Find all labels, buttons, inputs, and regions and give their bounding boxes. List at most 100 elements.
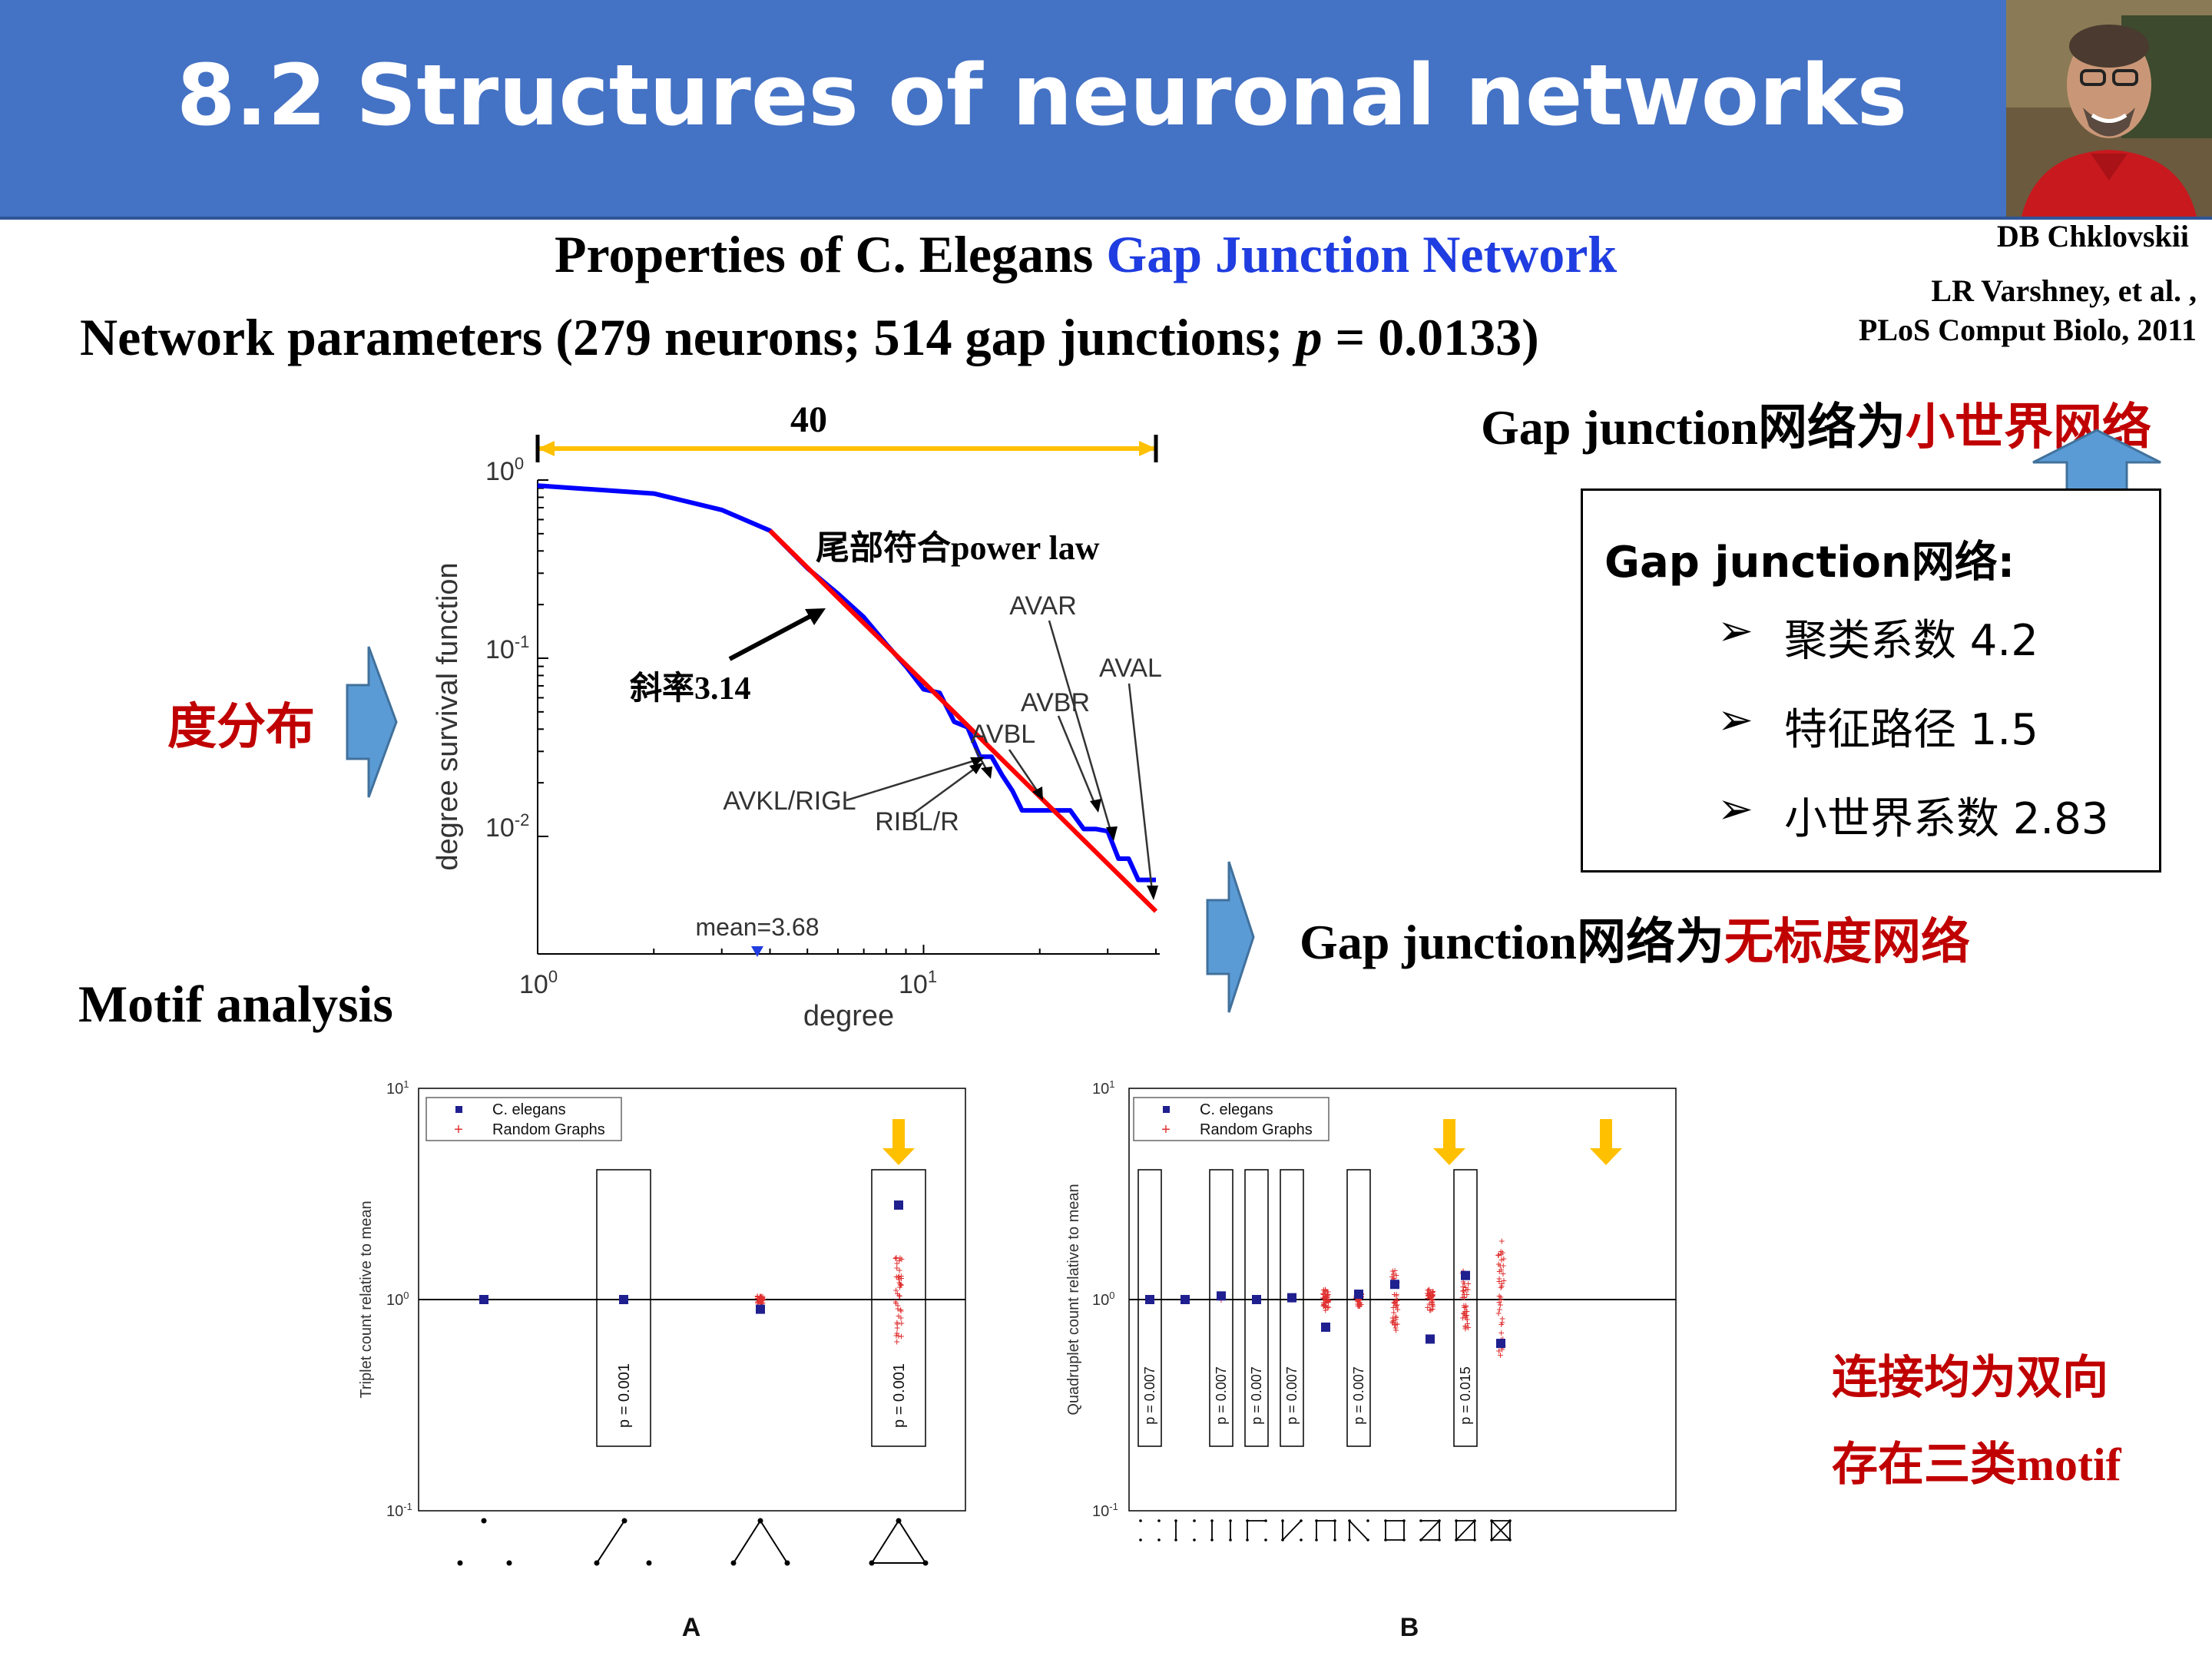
random-graph-point: + bbox=[896, 1254, 902, 1267]
subtitle: Properties of C. Elegans Gap Junction Ne… bbox=[555, 224, 1617, 285]
random-graph-point: + bbox=[1392, 1318, 1398, 1330]
random-graph-point: + bbox=[1356, 1293, 1362, 1306]
random-graph-point: + bbox=[1429, 1296, 1435, 1309]
params-prefix: Network parameters (279 neurons; 514 gap… bbox=[80, 308, 1296, 366]
random-graph-point: + bbox=[1392, 1296, 1398, 1308]
slope-label: 斜率3.14 bbox=[630, 669, 751, 707]
random-graph-point: + bbox=[756, 1294, 762, 1306]
random-graph-point: + bbox=[1461, 1307, 1467, 1320]
p-value-label: p = 0.007 bbox=[1249, 1366, 1264, 1425]
random-graph-point: + bbox=[1392, 1322, 1399, 1334]
random-graph-point: + bbox=[893, 1297, 899, 1310]
degree-distribution-chart: 100 10-1 10-2 100 101 degree degree surv… bbox=[432, 399, 1162, 1032]
random-graph-point: + bbox=[757, 1296, 763, 1309]
random-graph-point: + bbox=[755, 1296, 761, 1309]
random-graph-point: + bbox=[1389, 1316, 1396, 1328]
random-graph-point: + bbox=[1498, 1245, 1504, 1257]
random-graph-point: + bbox=[892, 1295, 899, 1307]
significance-box bbox=[1137, 1169, 1162, 1447]
c-elegans-point bbox=[1496, 1339, 1505, 1349]
neuron-label: AVBL bbox=[971, 720, 1035, 749]
random-graph-point: + bbox=[1500, 1260, 1506, 1272]
legend-marker bbox=[1163, 1106, 1170, 1113]
random-graph-point: + bbox=[1324, 1293, 1330, 1306]
random-graph-point: + bbox=[1495, 1257, 1502, 1270]
random-graph-point: + bbox=[1463, 1305, 1469, 1317]
c-elegans-point bbox=[1217, 1291, 1226, 1301]
random-graph-point: + bbox=[754, 1290, 760, 1302]
random-graph-point: + bbox=[1320, 1296, 1326, 1309]
power-law-fit-line bbox=[768, 528, 1158, 913]
random-graph-point: + bbox=[1463, 1283, 1469, 1296]
tail-label: 尾部符合power law bbox=[816, 528, 1100, 568]
random-graph-point: + bbox=[1392, 1318, 1399, 1330]
random-graph-point: + bbox=[1392, 1296, 1398, 1309]
random-graph-point: + bbox=[898, 1279, 904, 1291]
random-graph-point: + bbox=[1323, 1296, 1329, 1309]
c-elegans-point bbox=[894, 1200, 903, 1210]
x-tick-label: 101 bbox=[899, 967, 937, 999]
random-graph-point: + bbox=[1460, 1264, 1466, 1277]
legend-label: Random Graphs bbox=[492, 1121, 605, 1138]
random-graph-point: + bbox=[1462, 1301, 1468, 1313]
significance-box bbox=[1346, 1169, 1371, 1447]
random-graph-point: + bbox=[1459, 1291, 1465, 1303]
random-graph-point: + bbox=[1464, 1288, 1470, 1300]
random-graph-point: + bbox=[1392, 1324, 1399, 1336]
random-graph-point: + bbox=[1427, 1304, 1433, 1316]
random-graph-point: + bbox=[757, 1293, 763, 1305]
random-graph-point: + bbox=[1426, 1290, 1432, 1302]
significance-box bbox=[596, 1169, 651, 1447]
random-graph-point: + bbox=[758, 1291, 764, 1303]
random-graph-point: + bbox=[896, 1281, 902, 1293]
random-graph-point: + bbox=[1354, 1295, 1360, 1307]
random-graph-point: + bbox=[1429, 1290, 1435, 1302]
scale-free-label: Gap junction网络为无标度网络 bbox=[1300, 902, 1970, 973]
three-motifs-prefix: 存在三类 bbox=[1832, 1438, 2016, 1492]
random-graph-point: + bbox=[1465, 1283, 1471, 1295]
random-graph-point: + bbox=[755, 1296, 761, 1308]
random-graph-point: + bbox=[1320, 1287, 1326, 1300]
random-graph-point: + bbox=[896, 1273, 902, 1285]
random-graph-point: + bbox=[1496, 1273, 1502, 1285]
legend-marker: + bbox=[1161, 1121, 1171, 1138]
random-graph-point: + bbox=[1391, 1296, 1397, 1309]
motif-node bbox=[1139, 1519, 1142, 1522]
c-elegans-point bbox=[1252, 1295, 1261, 1304]
random-graph-point: + bbox=[896, 1276, 902, 1288]
random-graph-point: + bbox=[1429, 1286, 1435, 1298]
highlight-arrow-icon bbox=[882, 1119, 915, 1165]
random-graph-point: + bbox=[1320, 1288, 1326, 1300]
random-graph-point: + bbox=[1496, 1275, 1502, 1287]
random-graph-point: + bbox=[759, 1294, 765, 1306]
random-graph-point: + bbox=[897, 1251, 903, 1263]
significance-box bbox=[1244, 1169, 1269, 1447]
random-graph-point: + bbox=[894, 1262, 900, 1274]
random-graph-point: + bbox=[1390, 1301, 1396, 1313]
c-elegans-point bbox=[1181, 1295, 1190, 1304]
c-elegans-point bbox=[1426, 1334, 1435, 1344]
random-graph-point: + bbox=[1462, 1311, 1469, 1323]
random-graph-point: + bbox=[899, 1253, 905, 1265]
random-graph-point: + bbox=[1325, 1295, 1331, 1307]
random-graph-point: + bbox=[1429, 1289, 1435, 1301]
y-tick-label: 101 bbox=[1092, 1078, 1114, 1098]
random-graph-point: + bbox=[760, 1293, 767, 1305]
subtitle-prefix: Properties of C. Elegans bbox=[555, 225, 1107, 283]
motif-edge bbox=[1282, 1520, 1302, 1541]
random-graph-point: + bbox=[1462, 1281, 1469, 1293]
c-elegans-point bbox=[1145, 1295, 1154, 1304]
random-graph-point: + bbox=[1323, 1301, 1329, 1313]
motif-node bbox=[1300, 1538, 1303, 1541]
c-elegans-point bbox=[479, 1295, 488, 1304]
data-points: ++++++++++++++++++++++++++++++++++++++++… bbox=[479, 1200, 905, 1347]
random-graph-point: + bbox=[1324, 1285, 1330, 1297]
random-graph-point: + bbox=[757, 1295, 763, 1307]
subtitle-highlight: Gap Junction Network bbox=[1106, 225, 1618, 283]
random-graph-point: + bbox=[1462, 1300, 1469, 1313]
random-graph-point: + bbox=[1461, 1288, 1467, 1300]
random-graph-point: + bbox=[1392, 1264, 1398, 1277]
random-graph-point: + bbox=[1393, 1288, 1399, 1300]
highlight-arrow-icon bbox=[1590, 1119, 1622, 1165]
random-graph-point: + bbox=[1393, 1301, 1399, 1313]
